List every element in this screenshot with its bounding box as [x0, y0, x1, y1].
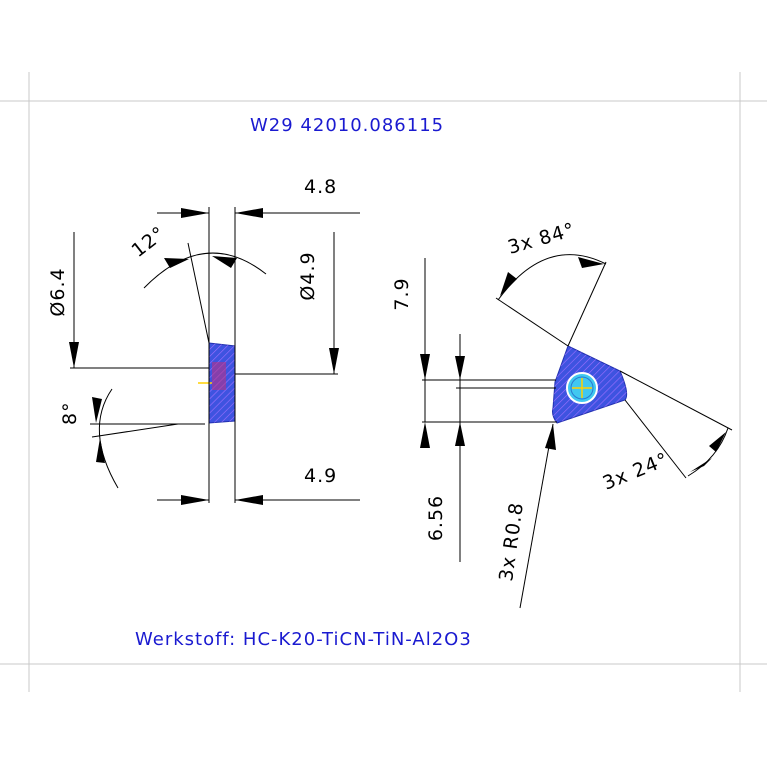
side-view-width-top: 4.8	[304, 176, 337, 198]
side-view-width-bottom: 4.9	[304, 465, 337, 487]
side-view-angle-top: 12°	[128, 222, 170, 262]
side-view-angle-left: 8°	[59, 401, 81, 425]
material-note: Werkstoff: HC-K20-TiCN-TiN-Al2O3	[135, 629, 472, 650]
top-view: 7.9 6.56 3x 84° 3x 24° 3x R0.8	[391, 219, 733, 609]
side-view: 4.8 4.9 Ø6.4 Ø4.9 12° 8°	[47, 176, 360, 505]
sheet-frame	[0, 72, 767, 692]
top-view-height-upper: 7.9	[391, 277, 413, 310]
top-view-height-lower: 6.56	[425, 495, 447, 541]
drawing-title: W29 42010.086115	[250, 115, 444, 136]
top-view-side-angle: 3x 24°	[600, 448, 672, 494]
side-view-diameter-outer: Ø6.4	[47, 267, 69, 316]
side-view-diameter-inner: Ø4.9	[297, 251, 319, 300]
top-view-corner-angle: 3x 84°	[505, 219, 577, 259]
top-view-corner-radius: 3x R0.8	[495, 501, 528, 583]
